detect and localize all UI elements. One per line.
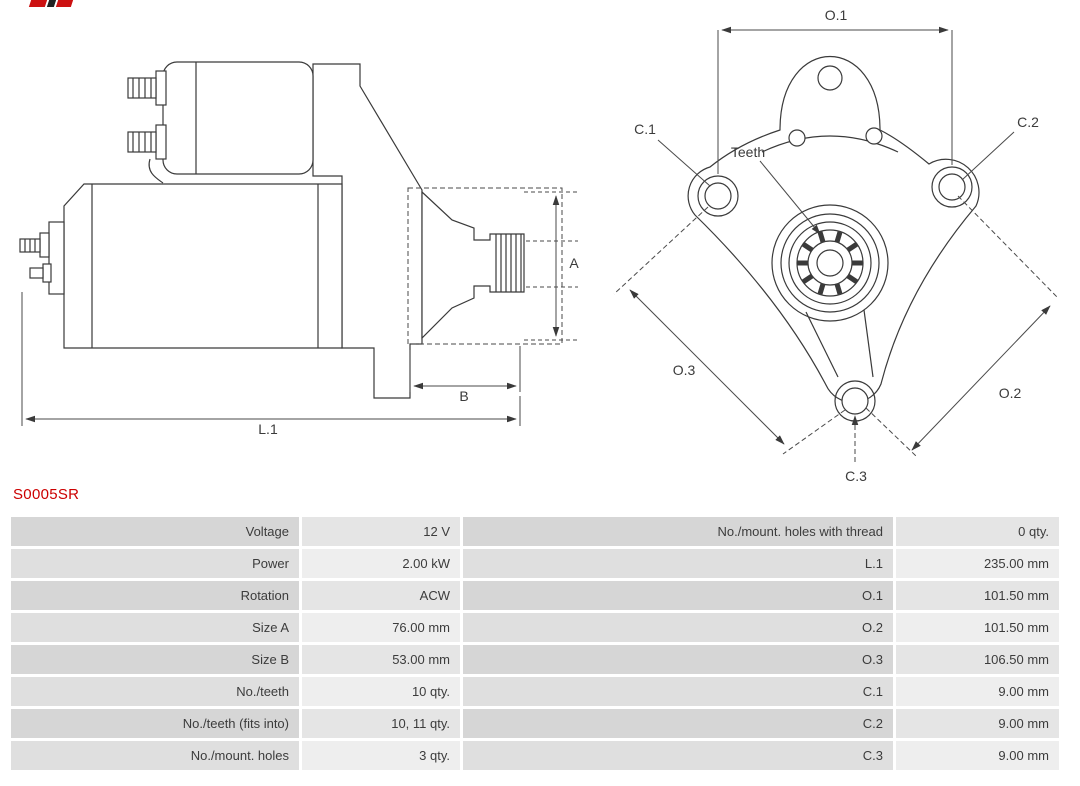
- table-row: Power 2.00 kW L.1 235.00 mm: [11, 549, 1059, 578]
- motor-body: [63, 183, 343, 349]
- spec-value: 235.00 mm: [896, 549, 1059, 578]
- spec-value: ACW: [302, 581, 460, 610]
- shaft-hole: [816, 249, 844, 277]
- spec-value: 9.00 mm: [896, 741, 1059, 770]
- spec-label: Rotation: [11, 581, 299, 610]
- spec-label: Power: [11, 549, 299, 578]
- starter-front-view: [687, 55, 980, 422]
- dim-label-teeth: Teeth: [731, 144, 765, 160]
- table-row: No./teeth (fits into) 10, 11 qty. C.2 9.…: [11, 709, 1059, 738]
- table-row: Rotation ACW O.1 101.50 mm: [11, 581, 1059, 610]
- spec-value: 101.50 mm: [896, 581, 1059, 610]
- dim-label-b: B: [459, 388, 468, 404]
- spec-label: O.2: [463, 613, 893, 642]
- spec-table: Voltage 12 V No./mount. holes with threa…: [8, 514, 1062, 773]
- dim-label-l1: L.1: [258, 421, 278, 437]
- spec-value: 101.50 mm: [896, 613, 1059, 642]
- table-row: No./teeth 10 qty. C.1 9.00 mm: [11, 677, 1059, 706]
- spec-label: O.1: [463, 581, 893, 610]
- dim-label-c3: C.3: [845, 468, 867, 484]
- spec-value: 0 qty.: [896, 517, 1059, 546]
- front-view-dimensions: [613, 26, 1059, 462]
- spec-value: 12 V: [302, 517, 460, 546]
- side-view-dimensions: [21, 187, 578, 426]
- technical-diagram: A B L.1: [19, 7, 1059, 484]
- spec-label: C.2: [463, 709, 893, 738]
- product-code: S0005SR: [13, 486, 80, 503]
- spec-value: 76.00 mm: [302, 613, 460, 642]
- spec-value: 10 qty.: [302, 677, 460, 706]
- dim-line-o3: [629, 289, 785, 445]
- spec-value: 2.00 kW: [302, 549, 460, 578]
- spec-value: 9.00 mm: [896, 709, 1059, 738]
- leader-c2: [961, 131, 1015, 181]
- table-row: Size A 76.00 mm O.2 101.50 mm: [11, 613, 1059, 642]
- table-row: Size B 53.00 mm O.3 106.50 mm: [11, 645, 1059, 674]
- table-row: Voltage 12 V No./mount. holes with threa…: [11, 517, 1059, 546]
- mount-hole-c1: [704, 182, 732, 210]
- top-hole: [817, 65, 843, 91]
- flange-outline: [687, 55, 980, 404]
- spec-value: 53.00 mm: [302, 645, 460, 674]
- starter-side-view: [19, 61, 525, 399]
- spec-label: Voltage: [11, 517, 299, 546]
- spec-value: 106.50 mm: [896, 645, 1059, 674]
- spec-value: 10, 11 qty.: [302, 709, 460, 738]
- spec-label: L.1: [463, 549, 893, 578]
- solenoid: [162, 61, 314, 175]
- spec-label: C.1: [463, 677, 893, 706]
- drive-bracket: [312, 63, 423, 399]
- spec-label: No./teeth (fits into): [11, 709, 299, 738]
- pinion-gear: [495, 234, 522, 292]
- center-boss: [771, 204, 889, 322]
- dim-label-a: A: [569, 255, 579, 271]
- dim-line-o2: [911, 305, 1051, 451]
- mount-hole-c2: [938, 173, 966, 201]
- table-row: No./mount. holes 3 qty. C.3 9.00 mm: [11, 741, 1059, 770]
- dim-label-o1: O.1: [825, 7, 848, 23]
- leader-c1: [657, 139, 711, 187]
- dim-label-c2: C.2: [1017, 114, 1039, 130]
- spec-label: No./mount. holes: [11, 741, 299, 770]
- mount-hole-c3: [841, 387, 869, 415]
- spec-label: Size B: [11, 645, 299, 674]
- spec-label: No./teeth: [11, 677, 299, 706]
- spec-value: 9.00 mm: [896, 677, 1059, 706]
- terminal-bolts: [127, 70, 167, 184]
- dim-label-o2: O.2: [999, 385, 1022, 401]
- front-studs: [19, 221, 65, 295]
- spec-label: No./mount. holes with thread: [463, 517, 893, 546]
- spec-label: Size A: [11, 613, 299, 642]
- spec-value: 3 qty.: [302, 741, 460, 770]
- leader-teeth: [759, 160, 821, 235]
- drive-end-dashed-box: [407, 187, 563, 345]
- small-face-hole: [865, 127, 883, 145]
- small-face-hole: [788, 129, 806, 147]
- drive-cone: [421, 190, 525, 340]
- dim-label-c1: C.1: [634, 121, 656, 137]
- spec-label: O.3: [463, 645, 893, 674]
- spec-label: C.3: [463, 741, 893, 770]
- dim-label-o3: O.3: [673, 362, 696, 378]
